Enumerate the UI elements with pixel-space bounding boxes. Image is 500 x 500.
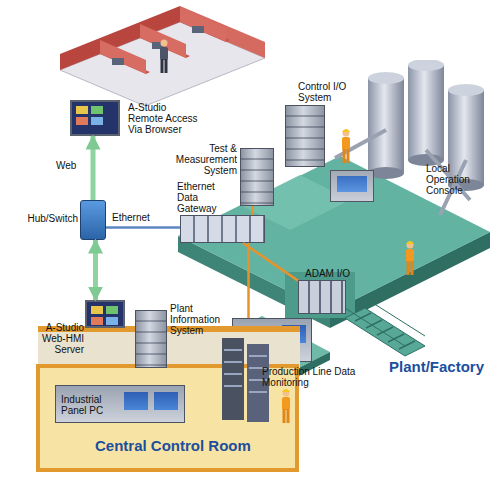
network-switch: Hub/Switch: [80, 200, 106, 240]
connector-line: [91, 136, 96, 200]
node-label: Central Control Room: [95, 437, 251, 454]
io-module: ADAM I/O: [298, 280, 346, 314]
edge-label: Ethernet: [112, 212, 150, 223]
io-cabinet: Control I/O System: [285, 105, 325, 167]
edge-label: Web: [56, 160, 76, 171]
browser-screen: A-Studio Remote Access Via Browser: [70, 100, 120, 136]
factory-worker: [406, 241, 414, 275]
connector-line: [106, 226, 180, 229]
node-label: Plant Information System: [170, 303, 244, 336]
control-room-worker: [282, 389, 290, 423]
node-label: Ethernet Data Gateway: [177, 181, 235, 214]
panel-pc: Industrial Panel PC: [55, 385, 185, 423]
node-label: A-Studio Web-HMI Server: [28, 322, 84, 355]
node-label: ADAM I/O: [305, 268, 350, 279]
node-label: Industrial Panel PC: [61, 394, 123, 416]
connector-line: [243, 243, 298, 281]
test-cabinet: Test & Measurement System: [240, 148, 274, 206]
hmi-screen: A-Studio Web-HMI Server: [85, 300, 125, 328]
factory-worker: [342, 129, 350, 163]
node-label: Local Operation Console: [426, 163, 488, 196]
node-label: A-Studio Remote Access Via Browser: [128, 102, 200, 135]
node-label: Plant/Factory: [389, 358, 484, 375]
node-label: Test & Measurement System: [173, 143, 237, 176]
node-label: Hub/Switch: [27, 213, 78, 224]
control-room: Central Control Room Plant Information Sy…: [35, 285, 300, 475]
connector-line: [93, 240, 98, 300]
operation-console: Local Operation Console: [330, 170, 374, 202]
connector-line: [247, 243, 250, 318]
office-room: [60, 6, 265, 106]
connector-line: [251, 206, 254, 215]
data-gateway: Ethernet Data Gateway: [180, 215, 265, 243]
office-worker: [160, 40, 168, 74]
server-cabinet: Plant Information System: [135, 310, 167, 368]
node-label: Control I/O System: [298, 81, 362, 103]
